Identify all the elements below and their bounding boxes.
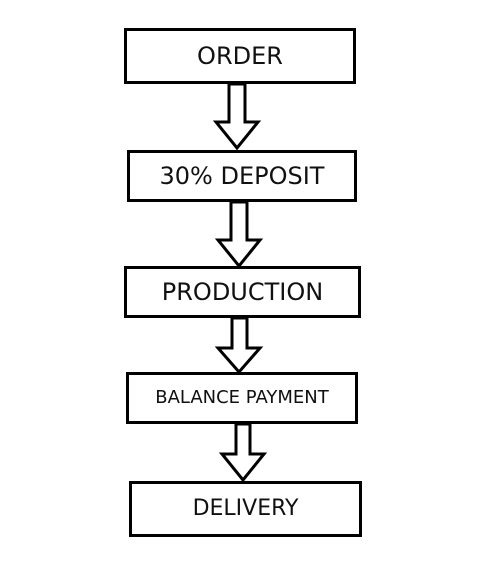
step-delivery-label: DELIVERY — [192, 496, 299, 521]
step-balance-payment: BALANCE PAYMENT — [126, 372, 358, 424]
step-production: PRODUCTION — [124, 266, 361, 318]
step-deposit-label: 30% DEPOSIT — [159, 162, 325, 190]
step-balance-payment-label: BALANCE PAYMENT — [155, 387, 329, 408]
down-arrow-icon — [218, 422, 268, 483]
step-deposit: 30% DEPOSIT — [127, 150, 357, 202]
step-order-label: ORDER — [197, 42, 283, 70]
step-delivery: DELIVERY — [129, 481, 362, 537]
down-arrow-icon — [214, 200, 264, 269]
step-order: ORDER — [124, 28, 356, 84]
down-arrow-icon — [214, 316, 264, 375]
down-arrow-icon — [212, 82, 262, 151]
step-production-label: PRODUCTION — [161, 278, 324, 306]
